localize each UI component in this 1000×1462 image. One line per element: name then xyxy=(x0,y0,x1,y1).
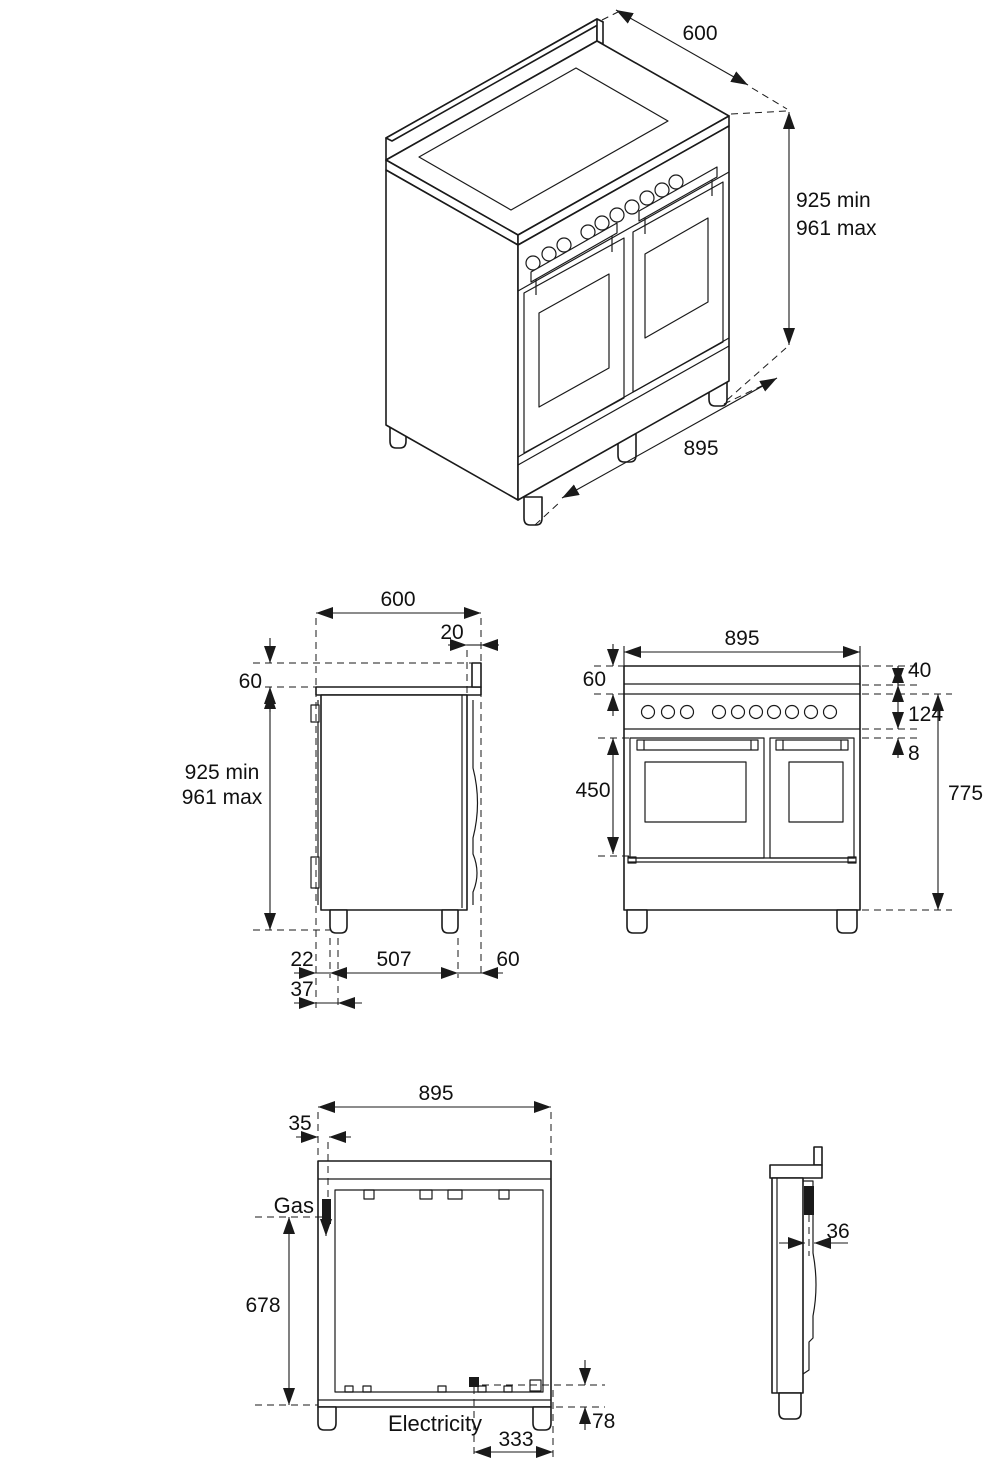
profile-upstand xyxy=(813,1146,823,1166)
profile-front-contour xyxy=(802,1180,817,1375)
iso-cooktop-surface xyxy=(418,67,669,211)
rear-dimensions: 895 35 Gas 678 Electricity 333 78 xyxy=(245,1082,615,1458)
iso-left-door-handle xyxy=(530,222,618,283)
rear-dim-gas-offset: 35 xyxy=(288,1112,311,1135)
side-body xyxy=(320,694,468,911)
side-worktop xyxy=(315,686,482,696)
rear-body xyxy=(317,1160,552,1408)
side-dim-front-offset2: 37 xyxy=(290,978,313,1001)
front-knobs xyxy=(640,704,838,720)
iso-dim-height-max: 961 max xyxy=(796,217,877,240)
rear-foot-right xyxy=(532,1406,552,1431)
iso-dimensions: 600 925 min 961 max 895 xyxy=(534,9,877,526)
front-dim-gap: 8 xyxy=(908,742,920,765)
gas-connection-marker xyxy=(322,1199,331,1224)
iso-knobs xyxy=(525,174,684,271)
side-dim-upstand: 60 xyxy=(239,670,262,693)
rear-dim-elec-height: 78 xyxy=(592,1410,615,1433)
side-dim-front-offset: 22 xyxy=(290,948,313,971)
front-dim-body: 775 xyxy=(948,782,983,805)
side-dim-height-min: 925 min xyxy=(185,761,260,784)
side-dim-rear-lip: 20 xyxy=(440,621,463,644)
side-dim-rear-offset: 60 xyxy=(496,948,519,971)
electricity-connection-marker xyxy=(469,1377,479,1387)
rear-foot-left xyxy=(317,1406,337,1431)
rear-dim-elec-offset: 333 xyxy=(498,1428,533,1451)
electricity-label: Electricity xyxy=(388,1411,482,1436)
side-rear-details xyxy=(310,700,320,905)
front-right-door-window xyxy=(788,761,844,823)
front-foot-left xyxy=(626,909,648,934)
profile-dim-gas-depth: 36 xyxy=(826,1220,849,1243)
front-left-door-window xyxy=(644,761,747,823)
view-profile: 36 xyxy=(769,1146,850,1420)
iso-right-door-handle xyxy=(638,166,718,222)
view-isometric: 600 925 min 961 max 895 xyxy=(385,9,877,526)
front-dim-door: 450 xyxy=(575,779,610,802)
side-dim-feet-span: 507 xyxy=(376,948,411,971)
rear-dim-gas-drop: 678 xyxy=(245,1294,280,1317)
side-upstand xyxy=(471,662,482,688)
front-dimensions: 895 60 450 40 124 8 775 xyxy=(575,627,983,911)
profile-gas-marker xyxy=(804,1186,814,1215)
rear-top-notches xyxy=(363,1189,510,1200)
side-dimensions: 600 20 60 925 min 961 max 22 507 xyxy=(182,588,520,1009)
front-dim-upstand: 60 xyxy=(583,668,606,691)
iso-left-door-window xyxy=(538,273,610,408)
view-side: 600 20 60 925 min 961 max 22 507 xyxy=(182,588,520,1009)
front-dim-top-band: 40 xyxy=(908,659,931,682)
front-foot-right xyxy=(836,909,858,934)
front-left-door-handle xyxy=(636,739,759,751)
iso-front-details xyxy=(517,166,730,466)
iso-right-oven-door xyxy=(632,166,724,393)
side-dim-depth: 600 xyxy=(380,588,415,611)
gas-label: Gas xyxy=(274,1193,314,1218)
side-dim-height-max: 961 max xyxy=(182,786,263,809)
rear-dim-width: 895 xyxy=(418,1082,453,1105)
side-foot-right xyxy=(441,909,459,934)
iso-dim-height-min: 925 min xyxy=(796,189,871,212)
side-door-profile xyxy=(461,695,479,908)
view-front: 895 60 450 40 124 8 775 xyxy=(575,627,983,934)
view-rear: 895 35 Gas 678 Electricity 333 78 xyxy=(245,1082,615,1458)
front-body xyxy=(623,665,861,911)
profile-dimensions: 36 xyxy=(779,1215,850,1256)
front-right-door-handle xyxy=(775,739,849,751)
side-foot-left xyxy=(329,909,348,934)
front-drawer-rail xyxy=(627,856,857,864)
iso-right-door-window xyxy=(644,217,709,339)
profile-worktop xyxy=(769,1164,823,1179)
profile-foot xyxy=(778,1392,802,1420)
iso-dim-depth: 600 xyxy=(682,22,717,45)
front-dim-width: 895 xyxy=(724,627,759,650)
iso-dim-width: 895 xyxy=(683,437,718,460)
